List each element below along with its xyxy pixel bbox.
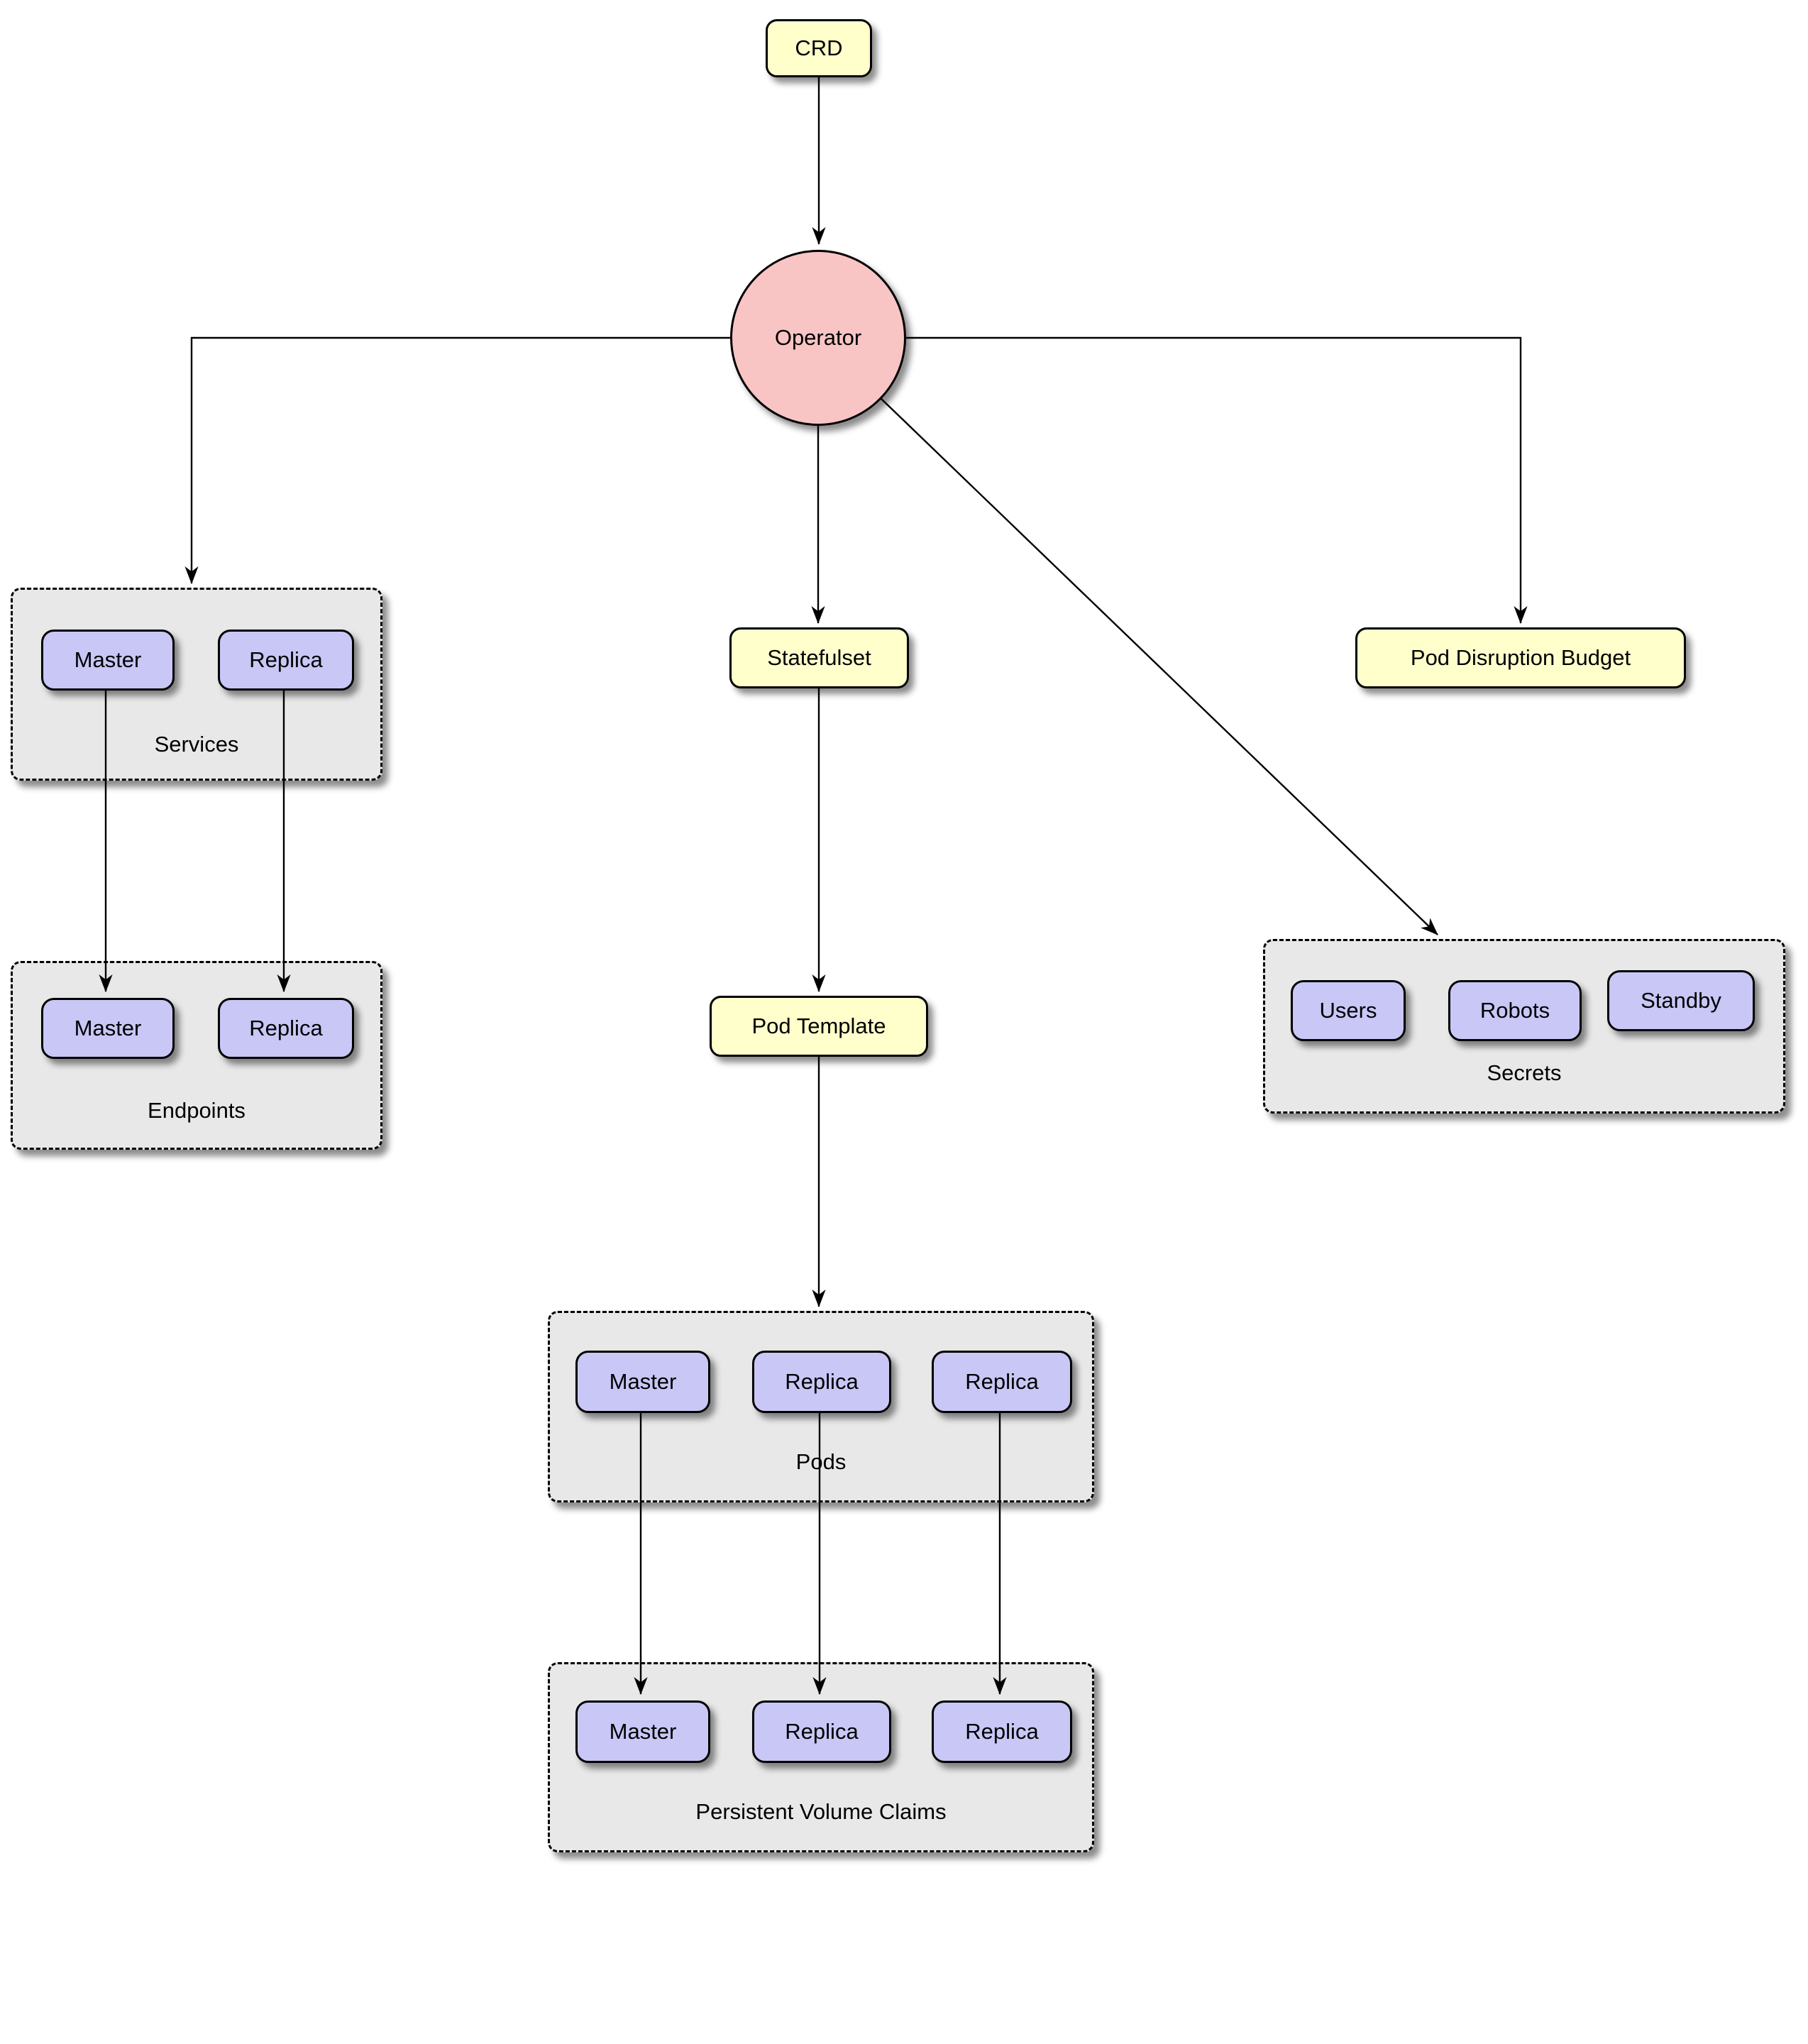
group-secrets: Users Robots Standby Secrets <box>1263 939 1785 1114</box>
endpoints-group-label: Endpoints <box>148 1098 246 1123</box>
endpoints-replica-label: Replica <box>249 1015 323 1040</box>
endpoints-master-label: Master <box>74 1015 142 1040</box>
group-pods: Master Replica Replica Pods <box>548 1311 1094 1502</box>
services-master-label: Master <box>74 647 142 672</box>
endpoints-replica-box: Replica <box>218 998 354 1059</box>
node-pod-disruption-budget: Pod Disruption Budget <box>1355 627 1686 688</box>
node-pod-disruption-budget-label: Pod Disruption Budget <box>1410 644 1631 670</box>
node-operator-label: Operator <box>774 324 862 350</box>
pvc-replica2-label: Replica <box>965 1718 1039 1744</box>
pods-replica2-box: Replica <box>932 1351 1072 1413</box>
pvc-master-label: Master <box>609 1718 677 1744</box>
arrow-operator-to-services <box>184 336 730 584</box>
pods-group-label: Pods <box>795 1449 847 1474</box>
services-replica-box: Replica <box>218 630 354 691</box>
node-crd: CRD <box>766 19 872 77</box>
group-services: Master Replica Services <box>11 588 382 781</box>
pvc-master-box: Master <box>575 1700 710 1763</box>
pvc-replica1-label: Replica <box>785 1718 859 1744</box>
pods-master-box: Master <box>575 1351 710 1413</box>
arrow-operator-to-secrets <box>881 398 1438 935</box>
services-replica-label: Replica <box>249 647 323 672</box>
services-group-label: Services <box>154 732 239 757</box>
node-operator: Operator <box>730 250 906 426</box>
node-statefulset: Statefulset <box>729 627 909 688</box>
secrets-robots-box: Robots <box>1448 980 1582 1041</box>
group-persistent-volume-claims: Master Replica Replica Persistent Volume… <box>548 1662 1094 1852</box>
node-pod-template-label: Pod Template <box>751 1013 886 1038</box>
node-crd-label: CRD <box>795 35 843 60</box>
services-master-box: Master <box>41 630 175 691</box>
node-statefulset-label: Statefulset <box>767 644 871 670</box>
pods-replica1-box: Replica <box>752 1351 891 1413</box>
node-pod-template: Pod Template <box>710 996 928 1057</box>
secrets-robots-label: Robots <box>1479 997 1550 1023</box>
endpoints-master-box: Master <box>41 998 175 1059</box>
arrow-operator-to-pod-disruption-budget <box>906 336 1528 624</box>
secrets-users-label: Users <box>1319 997 1377 1023</box>
pvc-replica2-box: Replica <box>932 1700 1072 1763</box>
secrets-standby-box: Standby <box>1607 970 1755 1031</box>
pvc-replica1-box: Replica <box>752 1700 891 1763</box>
secrets-group-label: Secrets <box>1487 1060 1562 1085</box>
group-endpoints: Master Replica Endpoints <box>11 961 382 1150</box>
pods-replica2-label: Replica <box>965 1368 1039 1394</box>
secrets-standby-label: Standby <box>1641 987 1721 1013</box>
pvc-group-label: Persistent Volume Claims <box>695 1799 947 1824</box>
secrets-users-box: Users <box>1291 980 1406 1041</box>
pods-replica1-label: Replica <box>785 1368 859 1394</box>
pods-master-label: Master <box>609 1368 677 1394</box>
